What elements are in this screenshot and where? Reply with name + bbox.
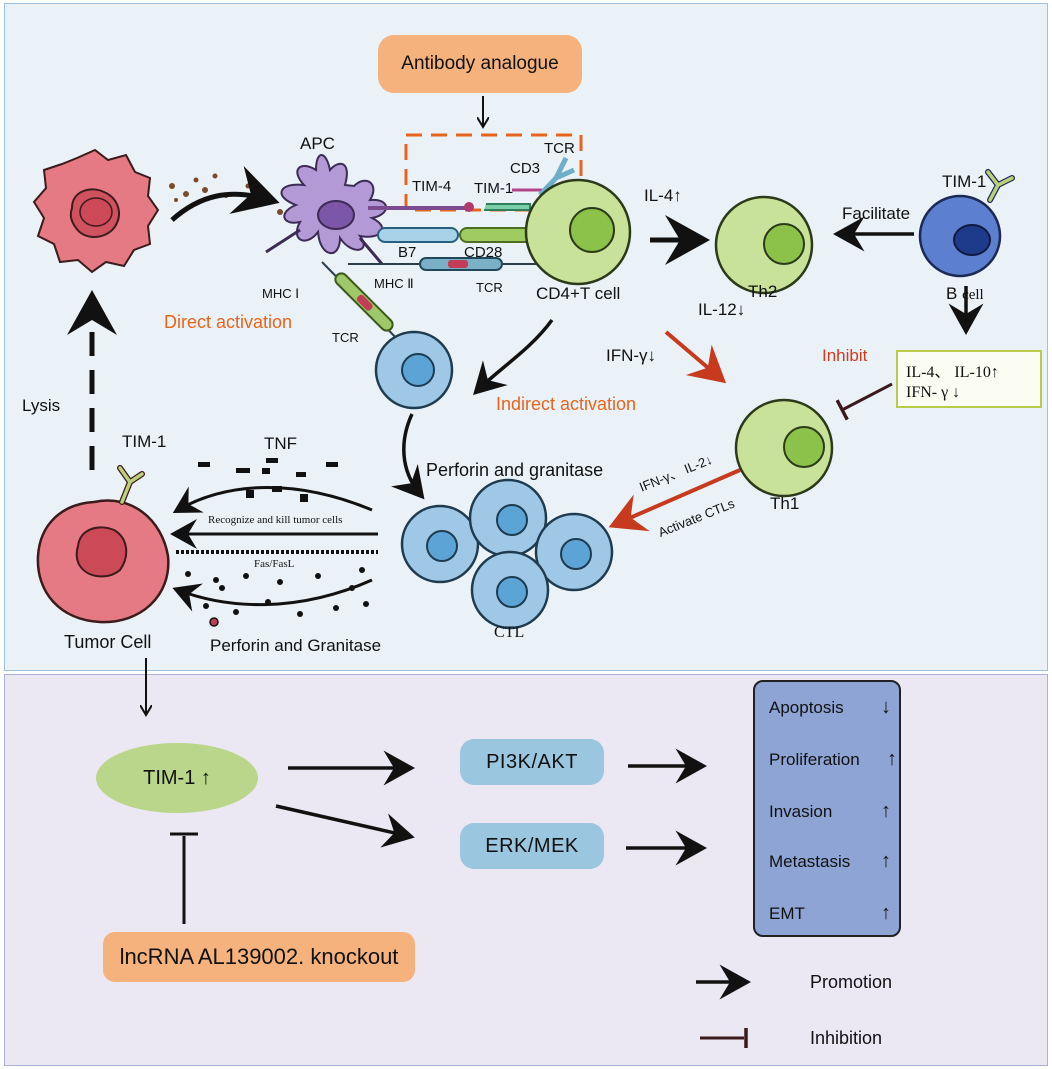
arrow-indirect-activation <box>473 318 554 395</box>
ctl-label: CTL <box>494 624 525 641</box>
b7-receptor <box>377 227 459 243</box>
tim1-up-ellipse: TIM-1 ↑ <box>96 743 258 813</box>
arrow-th1-to-ctl <box>608 468 741 532</box>
ctl-cluster <box>400 478 614 630</box>
arrow-cd4-to-th1 <box>664 330 727 384</box>
inhibit-bar-th1 <box>835 382 893 421</box>
recognize-kill-label: Recognize and kill tumor cells <box>208 514 343 526</box>
outcome-metastasis: Metastasis <box>769 852 851 871</box>
tnf-label: TNF <box>264 434 298 453</box>
direct-activation-label: Direct activation <box>164 312 293 332</box>
il4-up-label: IL-4↑ <box>644 186 682 205</box>
il12-down-label: IL-12↓ <box>698 300 746 319</box>
th1-label: Th1 <box>770 494 800 513</box>
arrow-tim1-to-erk <box>275 804 415 848</box>
erk-mek-box: ERK/MEK <box>460 823 604 869</box>
tim1-tumor-label: TIM-1 <box>122 432 167 451</box>
tumor-cell-top <box>32 148 160 274</box>
outcome-invasion-arrow: ↑ <box>881 800 891 822</box>
b-cell <box>918 169 1015 278</box>
b7-label: B7 <box>398 244 417 261</box>
outcome-emt: EMT <box>769 904 805 923</box>
facilitate-label: Facilitate <box>842 204 911 223</box>
tcr-mhc2-label: TCR <box>476 280 503 295</box>
outcome-apoptosis-arrow: ↓ <box>881 696 891 718</box>
arrow-cd8-to-ctl <box>390 413 425 500</box>
arrow-tnf <box>172 486 373 513</box>
apc-label: APC <box>300 134 335 153</box>
lysis-label: Lysis <box>22 396 61 415</box>
lncrna-knockout-box: lncRNA AL139002. knockout <box>103 932 415 982</box>
tim1-receptor <box>484 203 531 211</box>
cd28-label: CD28 <box>464 244 503 261</box>
ifn-down-label: IFN-γ↓ <box>606 346 657 365</box>
mhc1-complex <box>334 272 394 332</box>
b-cell-label: B cell <box>946 284 984 303</box>
cytokine-box: IL-4、 IL-10↑ IFN- γ ↓ <box>896 350 1042 408</box>
antibody-analogue-box: Antibody analogue <box>378 35 582 93</box>
perforin-dots <box>185 567 369 617</box>
inhibit-label: Inhibit <box>822 346 868 365</box>
th1-cell <box>734 398 834 498</box>
tim4-ligand <box>464 202 474 212</box>
th2-cell <box>714 195 814 295</box>
outcome-proliferation: Proliferation <box>769 750 860 769</box>
legend-promotion-label: Promotion <box>810 972 893 992</box>
tumor-cell-bottom <box>36 465 170 624</box>
outcome-metastasis-arrow: ↑ <box>881 850 891 872</box>
arrow-perforin <box>172 578 373 612</box>
tim4-label: TIM-4 <box>412 178 452 195</box>
tcr-top-label: TCR <box>544 140 575 157</box>
tcr-receptor <box>538 156 576 197</box>
tim1-synapse-label: TIM-1 <box>474 180 514 197</box>
tcr-mhc1-label: TCR <box>332 330 359 345</box>
tumor-cell-label: Tumor Cell <box>64 632 152 652</box>
cd8-t-cell <box>374 330 454 410</box>
outcome-emt-arrow: ↑ <box>881 902 891 924</box>
outcome-proliferation-arrow: ↑ <box>887 748 897 770</box>
fas-fasl-label: Fas/FasL <box>254 558 295 570</box>
tim1-bcell-label: TIM-1 <box>942 172 987 191</box>
mhc1-label: MHC Ⅰ <box>262 286 300 301</box>
legend-inhibition-label: Inhibition <box>810 1028 883 1048</box>
outcome-box: Apoptosis ↓ Proliferation ↑ Invasion ↑ M… <box>753 680 901 937</box>
cytokine-line2: IFN- γ ↓ <box>906 384 961 401</box>
antigen-uptake-arrow <box>170 166 280 222</box>
outcome-invasion: Invasion <box>769 802 833 821</box>
tnf-particles <box>198 458 338 502</box>
indirect-activation-label: Indirect activation <box>496 394 637 414</box>
cytokine-line1: IL-4、 IL-10↑ <box>906 364 999 381</box>
perforin-granitase-caps-label: Perforin and Granitase <box>210 636 382 655</box>
cd4-t-cell-label: CD4+T cell <box>536 284 621 303</box>
outcome-apoptosis: Apoptosis <box>769 698 844 717</box>
th2-label: Th2 <box>748 282 778 301</box>
cd3-label: CD3 <box>510 160 541 177</box>
perforin-granitase-label: Perforin and granitase <box>426 460 604 480</box>
pi3k-akt-box: PI3K/AKT <box>460 739 604 785</box>
cd4-t-cell <box>524 178 632 286</box>
mhc2-complex <box>419 257 503 271</box>
apc-cell <box>265 154 387 265</box>
mhc2-label: MHC Ⅱ <box>374 276 414 291</box>
